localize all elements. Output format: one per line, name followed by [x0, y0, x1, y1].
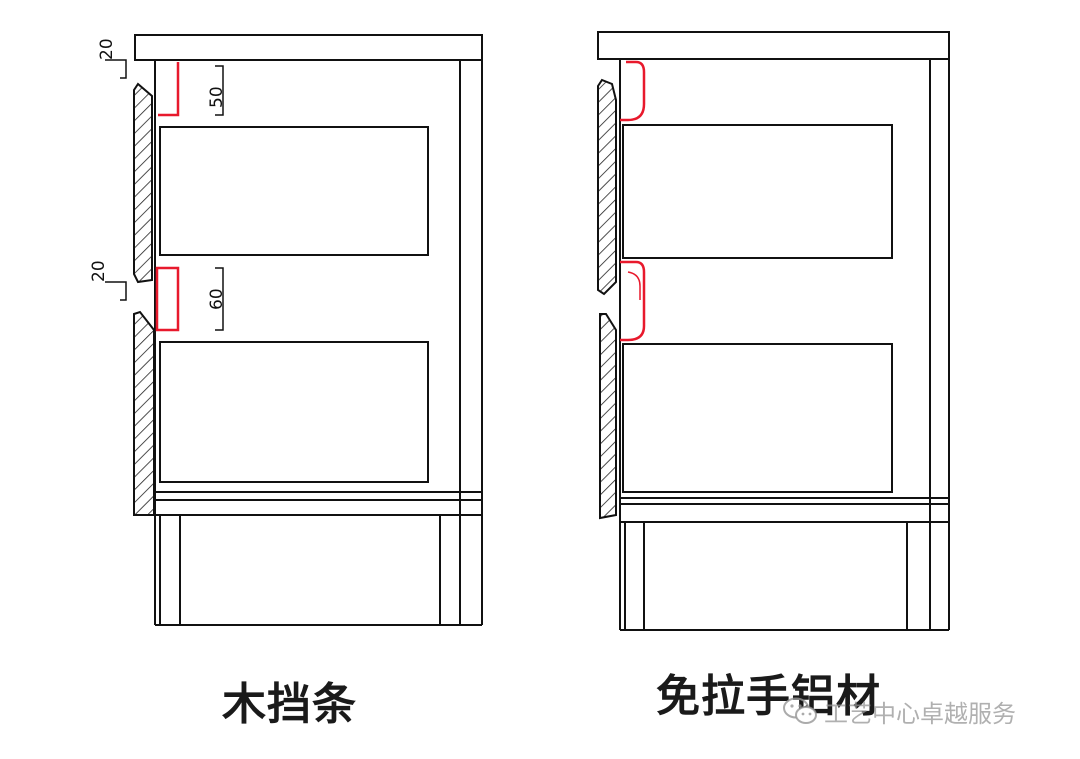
left-upper-front — [133, 82, 153, 284]
left-dimensions — [105, 59, 224, 331]
right-door-fronts — [597, 78, 617, 520]
left-mid-wood-strip — [155, 266, 180, 332]
left-door-fronts — [133, 82, 155, 516]
left-lower-front — [133, 310, 155, 516]
left-countertop — [134, 34, 483, 61]
watermark: 工艺中心卓越服务 — [782, 693, 1016, 729]
right-aluminium-profiles — [620, 60, 646, 342]
wechat-icon — [783, 697, 817, 724]
left-wood-strips — [155, 62, 180, 332]
right-countertop — [597, 31, 950, 60]
right-upper-front — [597, 78, 617, 296]
right-mid-profile — [620, 260, 646, 342]
right-lower-drawer-box — [622, 343, 893, 493]
dim-mid-gap-label: 20 — [89, 260, 109, 282]
left-upper-drawer-box — [159, 126, 429, 256]
right-lower-front — [599, 313, 617, 520]
right-caption: 免拉手铝材 — [656, 671, 881, 722]
dim-top-handle-label: 50 — [207, 86, 227, 108]
right-upper-drawer-box — [622, 124, 893, 259]
left-cabinet — [134, 34, 483, 626]
left-caption: 木挡条 — [222, 679, 357, 730]
dim-mid-handle-label: 60 — [207, 288, 227, 310]
dim-top-gap-label: 20 — [97, 38, 117, 60]
left-top-wood-strip — [158, 62, 180, 117]
left-lower-drawer-box — [159, 341, 429, 483]
right-top-profile — [620, 60, 646, 122]
right-cabinet — [597, 31, 950, 631]
watermark-text: 工艺中心卓越服务 — [824, 699, 1016, 728]
